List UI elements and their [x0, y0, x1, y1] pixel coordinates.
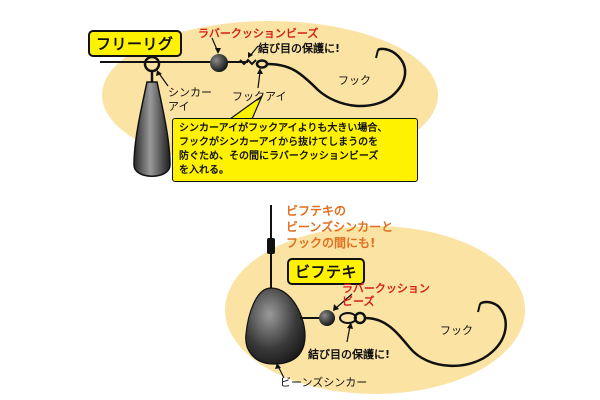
bifuteki-hook — [364, 300, 507, 368]
bifuteki-rubber-bead — [319, 310, 335, 326]
label-hook-eye: フックアイ — [232, 90, 287, 103]
bifuteki-headline-line1: ビフテキの — [286, 204, 347, 218]
arrow-rubber-beads-head — [215, 48, 221, 54]
arrow-bifuteki-knot — [346, 325, 351, 343]
arrow-knot-head — [248, 52, 253, 58]
bifuteki-title: ビフテキ — [287, 258, 366, 285]
free-rig-hook — [266, 47, 407, 108]
arrow-bifuteki-knot-head — [347, 322, 353, 329]
arrow-bifuteki-beads-head — [333, 304, 339, 311]
arrow-bifuteki-beads — [335, 293, 353, 309]
free-rig-rubber-bead — [210, 54, 228, 72]
label-sinker-eye-line1: シンカー — [168, 86, 212, 99]
label-bifuteki-knot-protect: 結び目の保護に! — [308, 348, 391, 361]
label-bifuteki-beads-line1: ラバークッション — [342, 282, 430, 295]
free-rig-sinker — [133, 81, 171, 177]
free-rig-title: フリーリグ — [88, 30, 182, 57]
label-bifuteki-beads-line2: ビーズ — [342, 295, 375, 308]
note-line: 防ぐため、その間にラバークッションビーズ — [179, 151, 379, 162]
arrow-hook-eye — [257, 71, 261, 89]
label-knot-protect: 結び目の保護に! — [258, 42, 341, 55]
label-bifuteki-hook: フック — [440, 324, 473, 337]
label-sinker-eye-line2: アイ — [168, 100, 190, 113]
note-line: フックがシンカーアイから抜けてしまうのを — [179, 137, 379, 148]
beans-sinker — [245, 287, 306, 365]
bifuteki-headline-line2: ビーンズシンカーと — [286, 220, 394, 234]
free-rig-knot — [239, 58, 257, 66]
arrow-sinker-eye-head — [156, 70, 162, 76]
bifuteki-crimp — [267, 238, 275, 254]
label-beans-sinker: ビーンズシンカー — [280, 376, 368, 389]
free-rig-hook-point — [375, 49, 379, 59]
label-hook: フック — [338, 74, 371, 87]
arrow-hook-eye-head — [257, 68, 263, 74]
note-line: シンカーアイがフックアイよりも大きい場合、 — [179, 123, 388, 134]
arrow-beans-sinker-head — [275, 363, 281, 369]
label-rubber-beads: ラバークッションビーズ — [198, 27, 319, 40]
bifuteki-headline-line3: フックの間にも! — [286, 236, 376, 250]
note-line: を入れる。 — [179, 165, 229, 176]
free-rig-explanation-note: シンカーアイがフックアイよりも大きい場合、 フックがシンカーアイから抜けてしまう… — [172, 118, 418, 182]
bifuteki-hook-point — [477, 303, 481, 313]
